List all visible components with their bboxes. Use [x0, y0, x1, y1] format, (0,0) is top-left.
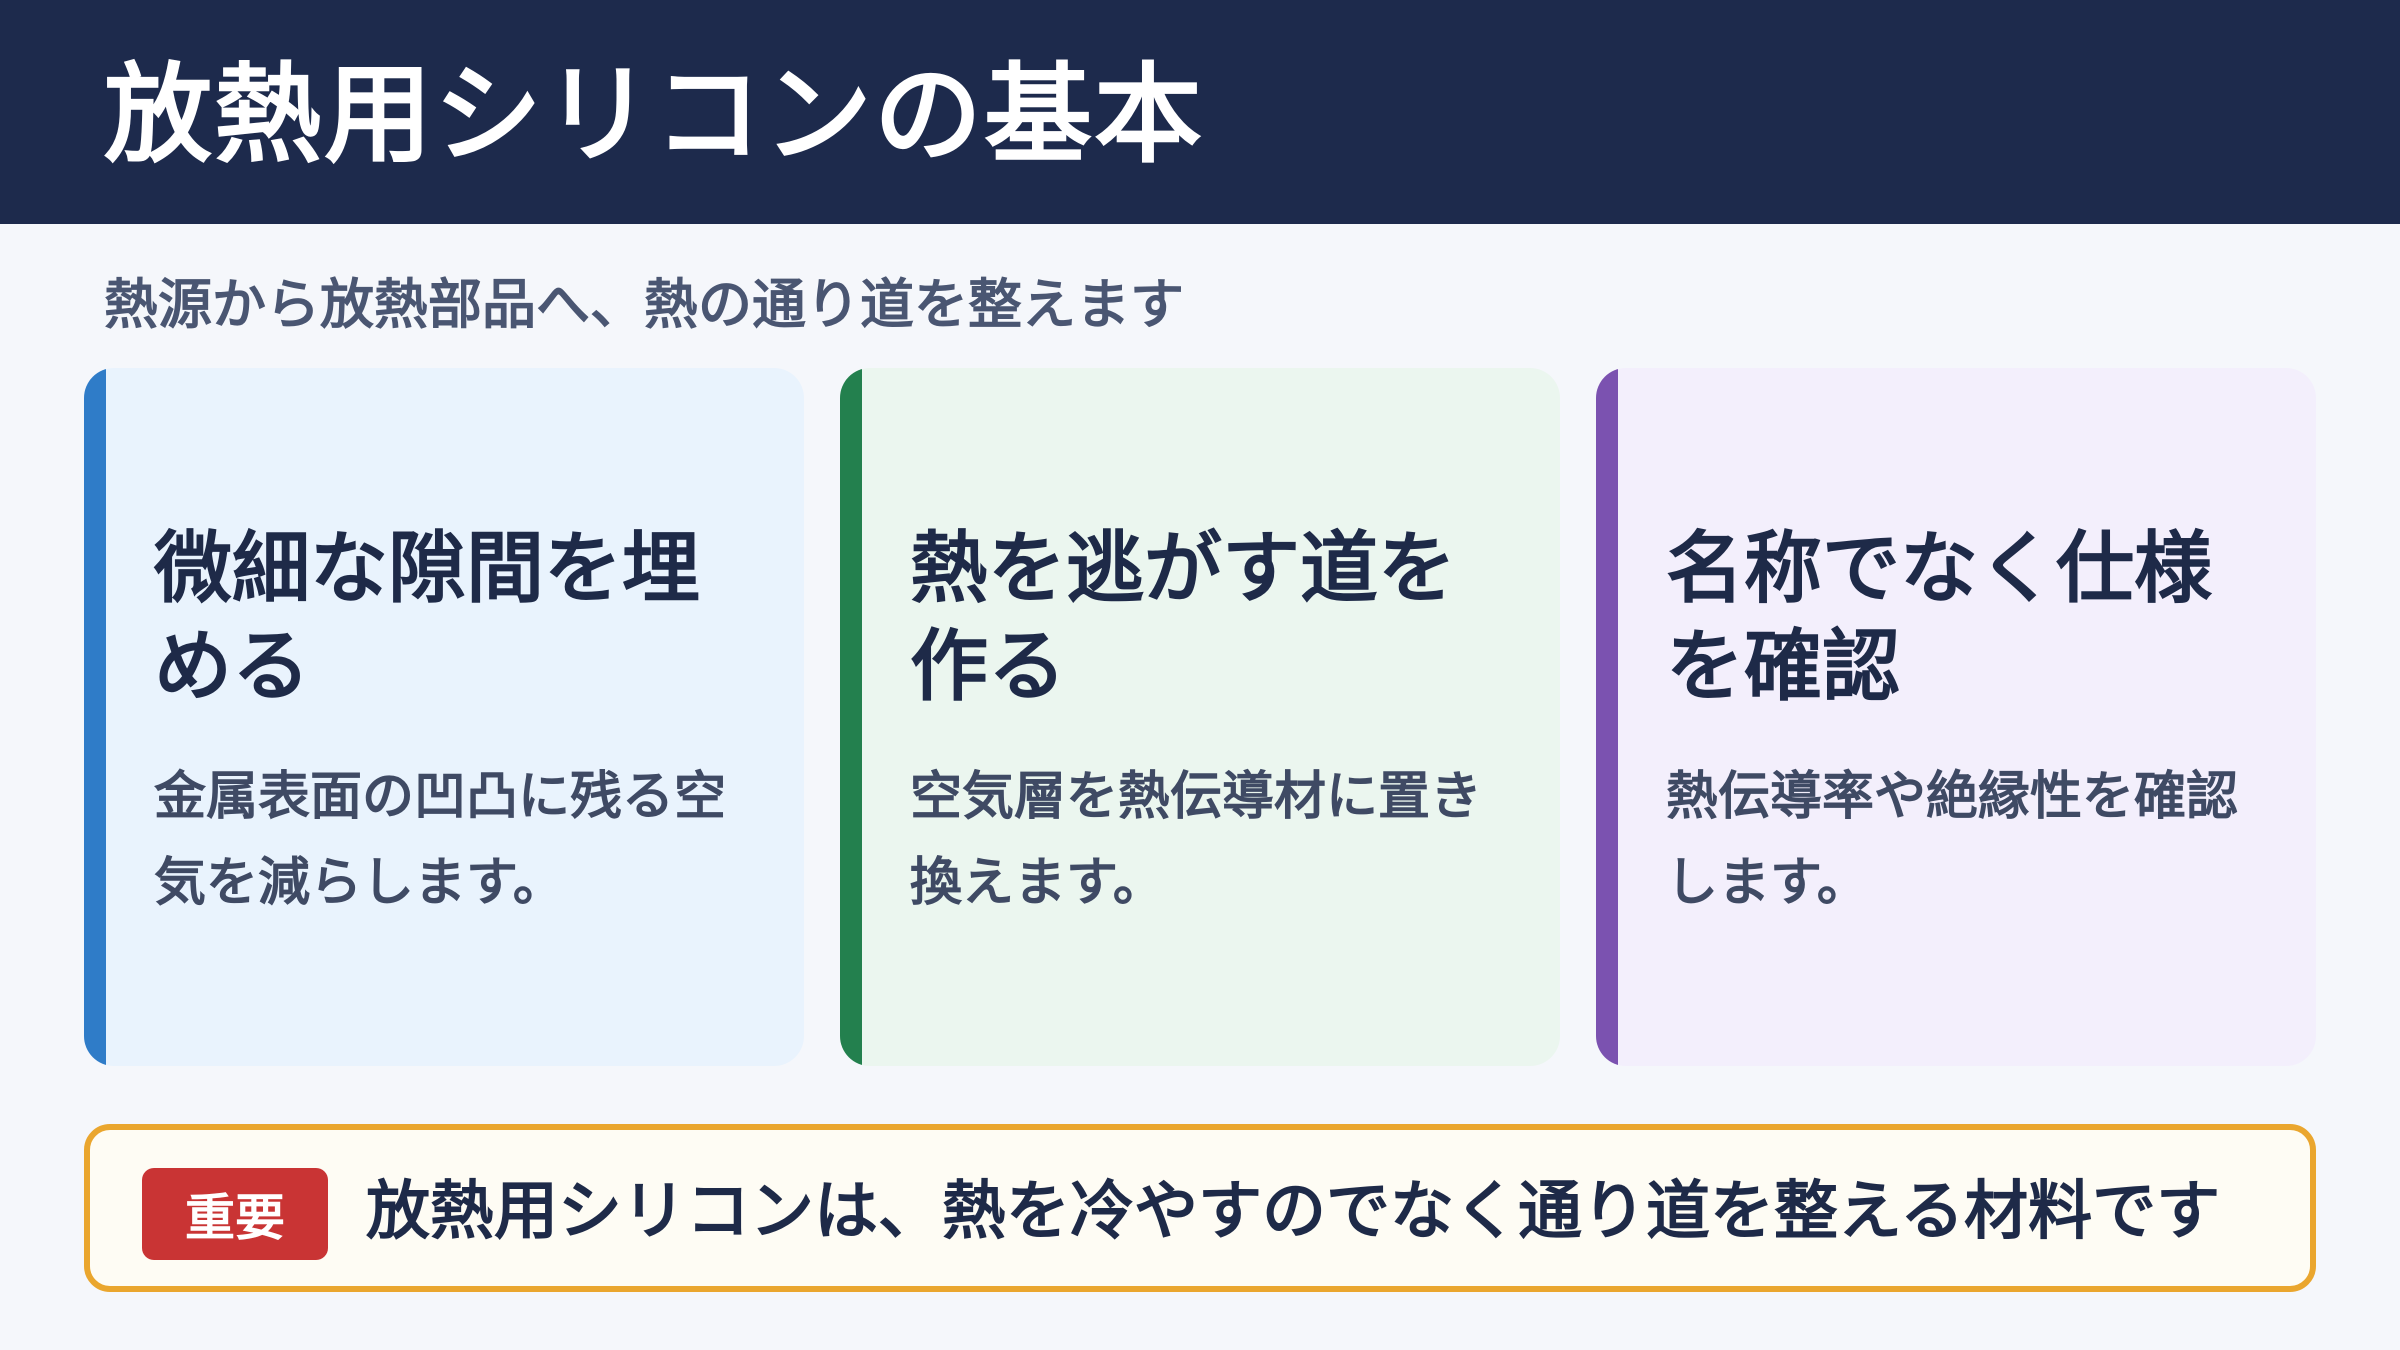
- page-title: 放熱用シリコンの基本: [104, 53, 1205, 178]
- card-title: 微細な隙間を埋める: [154, 524, 701, 712]
- card-accent-bar: [840, 368, 862, 1066]
- card-text: 金属表面の凹凸に残る空気を減らします。: [154, 767, 727, 913]
- callout-text: 放熱用シリコンは、熱を冷やすのでなく通り道を整える材料です: [366, 1175, 2221, 1249]
- card-check-spec: 名称でなく仕様を確認 熱伝導率や絶縁性を確認します。: [1596, 368, 2316, 1066]
- card-title: 熱を逃がす道を作る: [910, 524, 1457, 712]
- page-subtitle: 熱源から放熱部品へ、熱の通り道を整えます: [104, 273, 1184, 336]
- card-heat-path: 熱を逃がす道を作る 空気層を熱伝導材に置き換えます。: [840, 368, 1560, 1066]
- card-accent-bar: [1596, 368, 1618, 1066]
- important-badge: 重要: [142, 1168, 328, 1260]
- important-callout: 重要 放熱用シリコンは、熱を冷やすのでなく通り道を整える材料です: [84, 1124, 2316, 1292]
- card-accent-bar: [84, 368, 106, 1066]
- card-fill-gaps: 微細な隙間を埋める 金属表面の凹凸に残る空気を減らします。: [84, 368, 804, 1066]
- card-title: 名称でなく仕様を確認: [1666, 524, 2213, 712]
- card-text: 熱伝導率や絶縁性を確認します。: [1666, 767, 2239, 913]
- card-text: 空気層を熱伝導材に置き換えます。: [910, 767, 1483, 913]
- header-bar: 放熱用シリコンの基本: [0, 0, 2400, 224]
